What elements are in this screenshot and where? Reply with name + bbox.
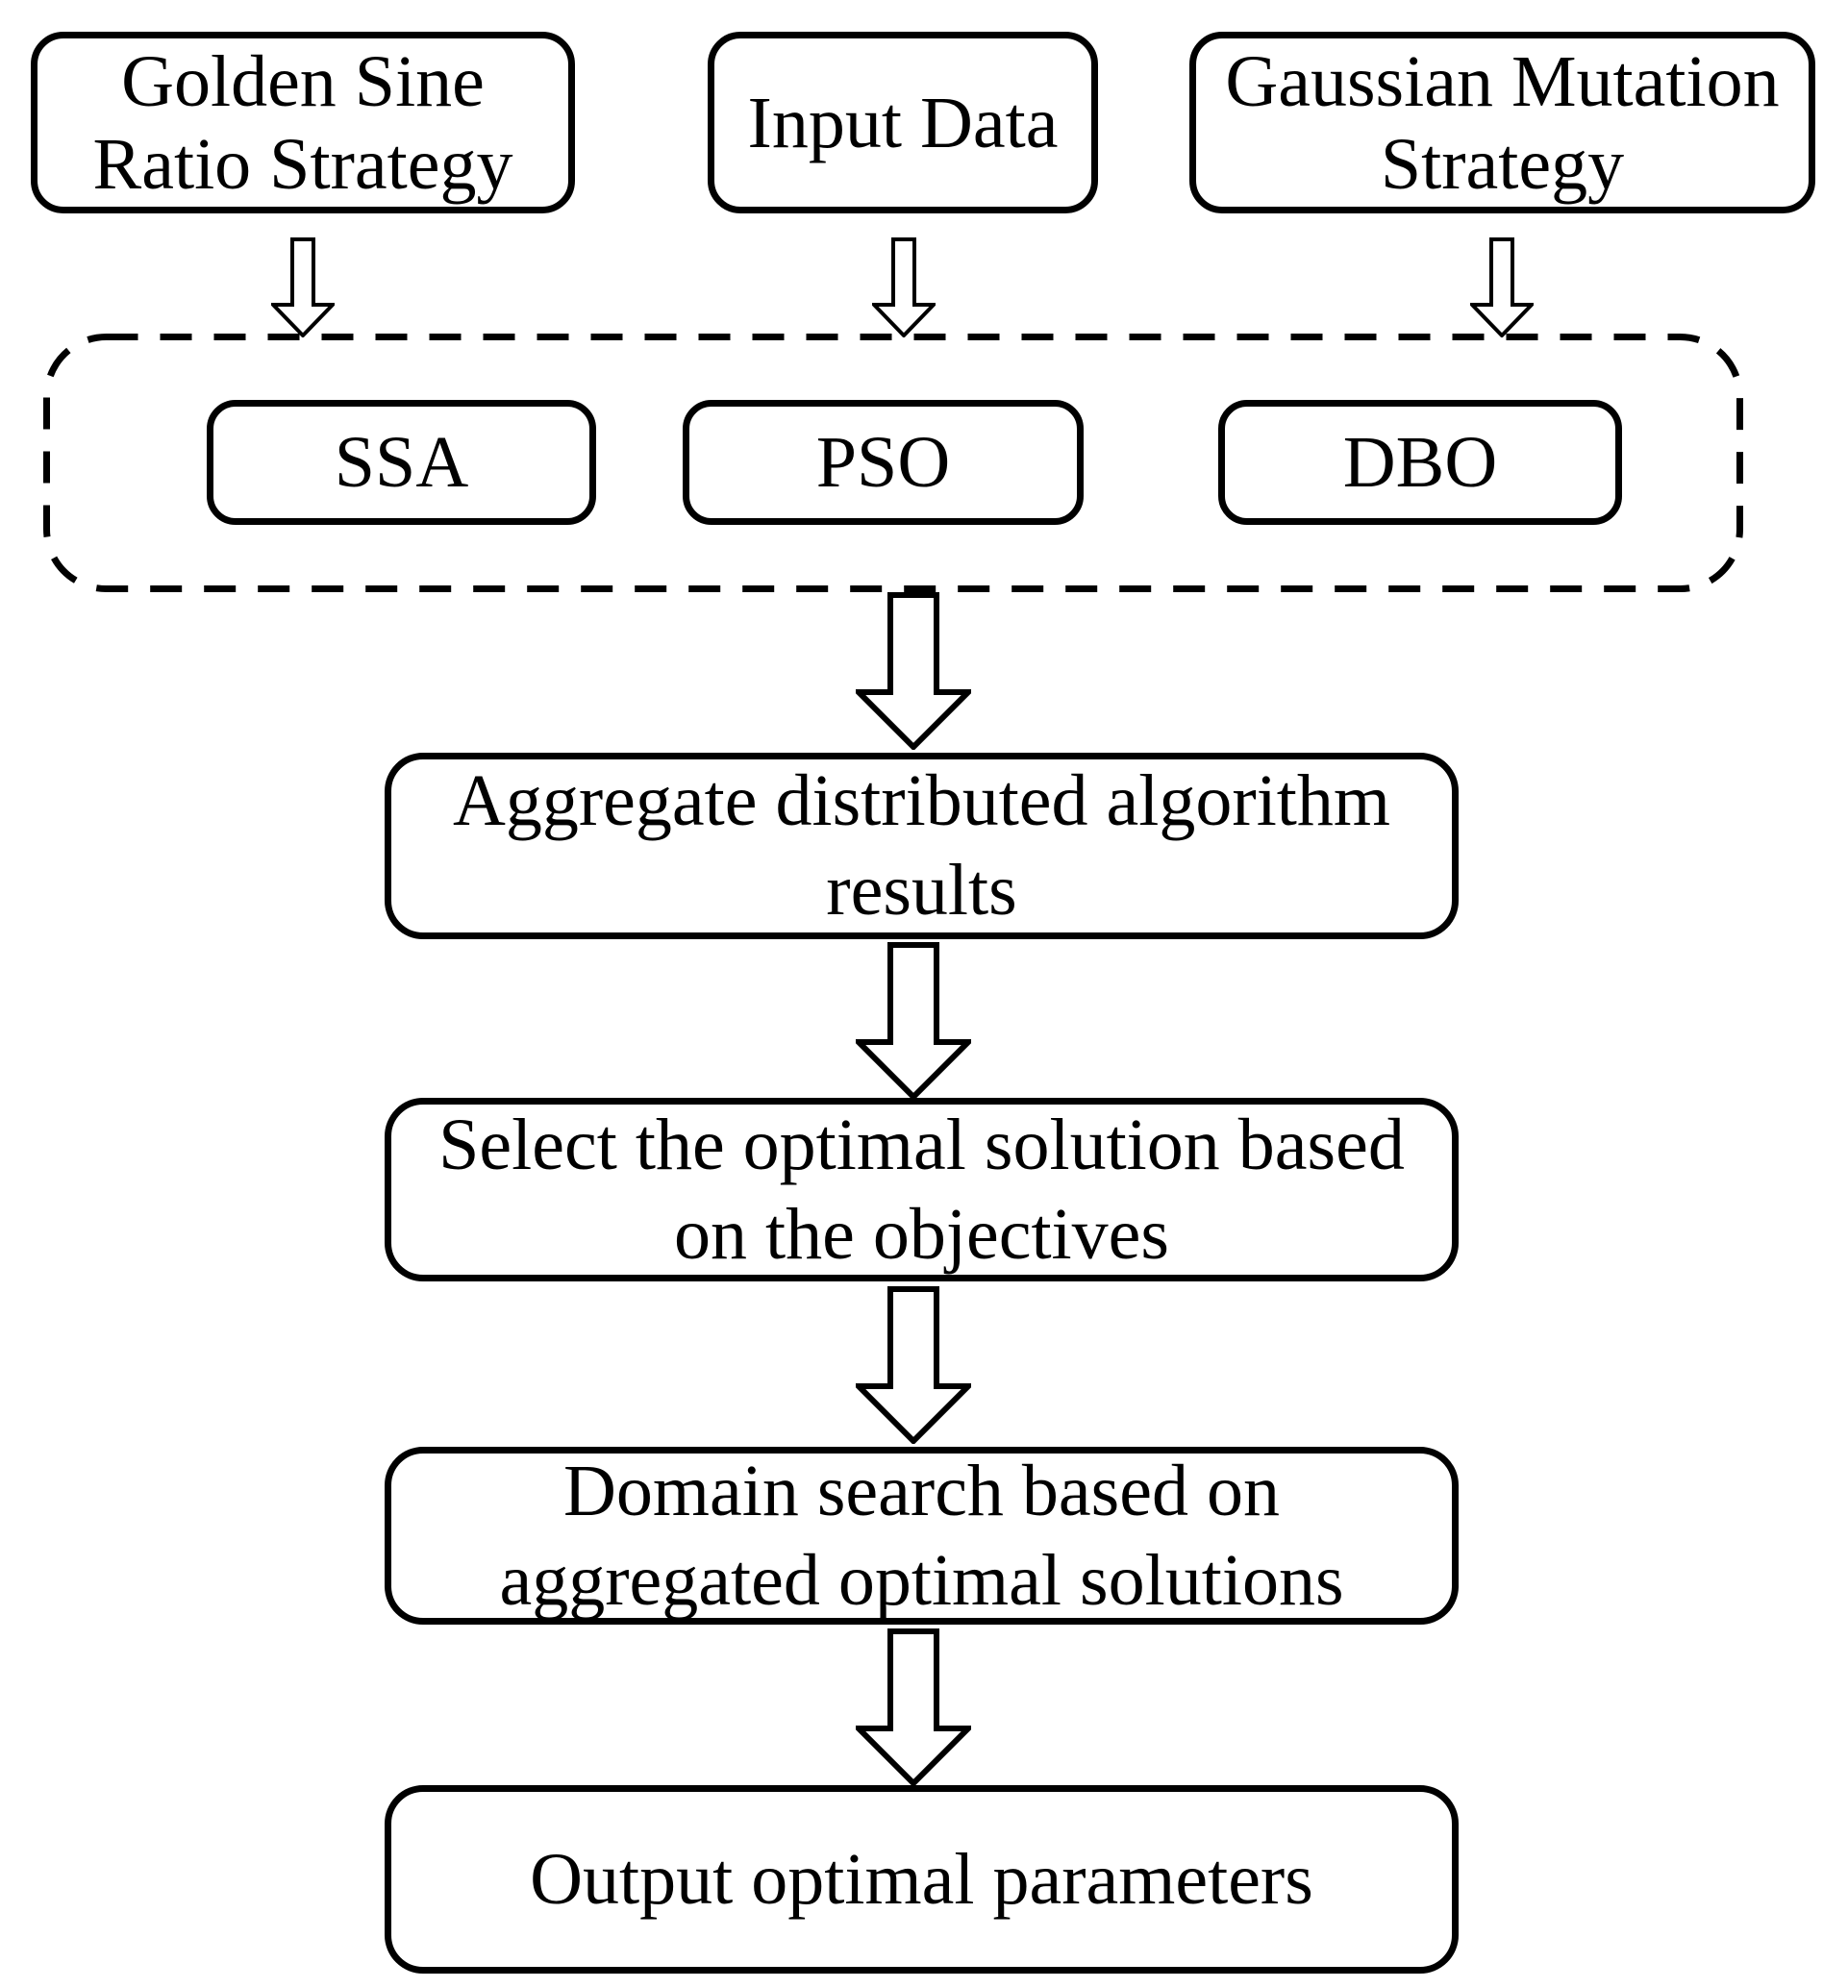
- dashed-border-rect: [43, 334, 1743, 592]
- node-input-data: Input Data: [708, 32, 1098, 213]
- node-label-line: Domain search based on: [563, 1450, 1280, 1531]
- down-arrow-icon: [856, 1628, 971, 1786]
- node-dbo: DBO: [1218, 400, 1622, 525]
- node-label-line: aggregated optimal solutions: [499, 1539, 1344, 1621]
- node-domain-search: Domain search based on aggregated optima…: [385, 1447, 1459, 1625]
- node-label-line: Aggregate distributed algorithm: [452, 760, 1391, 841]
- distributed-algorithms-group-border: [43, 334, 1743, 592]
- node-label-line: Golden Sine: [121, 40, 485, 122]
- node-label-line: PSO: [815, 422, 951, 503]
- down-arrow-icon: [856, 1286, 971, 1444]
- node-aggregate-results: Aggregate distributed algorithm results: [385, 753, 1459, 939]
- down-arrow-icon: [856, 942, 971, 1100]
- down-arrow-icon: [1470, 237, 1534, 337]
- down-arrow-icon: [856, 592, 971, 750]
- down-arrow-icon: [271, 237, 335, 337]
- node-label-line: Input Data: [747, 82, 1059, 163]
- node-label-line: results: [826, 850, 1017, 931]
- node-golden-sine-ratio-strategy: Golden Sine Ratio Strategy: [31, 32, 575, 213]
- node-label-line: Gaussian Mutation: [1225, 40, 1780, 122]
- node-label-line: Output optimal parameters: [530, 1838, 1313, 1920]
- down-arrow-icon: [872, 237, 936, 337]
- node-label-line: on the objectives: [674, 1193, 1169, 1275]
- node-label-line: Strategy: [1380, 123, 1625, 205]
- node-gaussian-mutation-strategy: Gaussian Mutation Strategy: [1189, 32, 1815, 213]
- node-pso: PSO: [683, 400, 1084, 525]
- node-label-line: Select the optimal solution based: [438, 1104, 1405, 1185]
- node-output-optimal-parameters: Output optimal parameters: [385, 1785, 1459, 1974]
- node-select-optimal-solution: Select the optimal solution based on the…: [385, 1098, 1459, 1281]
- node-label-line: Ratio Strategy: [92, 123, 513, 205]
- node-ssa: SSA: [207, 400, 596, 525]
- node-label-line: SSA: [334, 422, 469, 503]
- node-label-line: DBO: [1342, 422, 1498, 503]
